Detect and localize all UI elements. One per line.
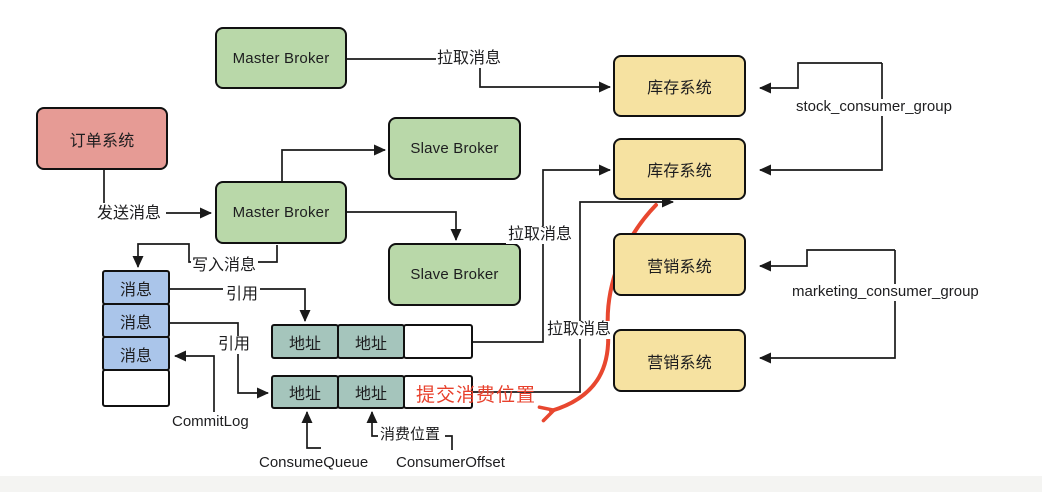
edge-mb2-write	[258, 245, 278, 263]
commitlog-row-3: 消息	[102, 336, 170, 371]
edge-consumepos-pointer	[366, 411, 378, 437]
queue1-cell-1: 地址	[271, 324, 339, 359]
node-marketing-system-2: 营销系统	[613, 329, 746, 392]
node-slave-broker-1: Slave Broker	[388, 117, 521, 180]
edge-mb2-slave2	[347, 211, 462, 241]
node-stock-system-1: 库存系统	[613, 55, 746, 117]
label-pull-message-mid: 拉取消息	[506, 226, 575, 244]
label-send-message: 发送消息	[97, 205, 162, 222]
queue2-cell-3	[403, 375, 473, 409]
edge-queue2-up	[473, 196, 674, 393]
label-reference-2: 引用	[216, 336, 253, 354]
edge-commitlog-pointer	[174, 350, 215, 412]
node-slave-broker-2: Slave Broker	[388, 243, 521, 306]
label-pull-message-low: 拉取消息	[545, 321, 614, 339]
node-stock-system-2: 库存系统	[613, 138, 746, 200]
commitlog-row-2: 消息	[102, 303, 170, 338]
edge-label-stock1	[479, 68, 611, 93]
edge-marketinggroup-arm1	[759, 249, 895, 272]
label-consumequeue: ConsumeQueue	[259, 454, 369, 471]
node-master-broker-main: Master Broker	[215, 181, 347, 244]
queue2-cell-1: 地址	[271, 375, 339, 409]
queue2-cell-2: 地址	[337, 375, 405, 409]
queue1-cell-2: 地址	[337, 324, 405, 359]
edge-ref2	[170, 322, 269, 399]
label-marketing-consumer-group: marketing_consumer_group	[790, 283, 981, 301]
label-commit-consume-offset: 提交消费位置	[416, 385, 537, 406]
queue1-cell-3	[403, 324, 473, 359]
label-stock-consumer-group: stock_consumer_group	[794, 98, 954, 116]
edge-ref1-b	[258, 288, 311, 322]
black-connectors	[103, 58, 896, 450]
edge-consumequeue-pointer	[301, 411, 321, 449]
node-marketing-system-1: 营销系统	[613, 233, 746, 296]
label-write-message: 写入消息	[192, 257, 257, 274]
label-commitlog: CommitLog	[172, 413, 249, 430]
label-reference-1: 引用	[224, 286, 261, 304]
node-master-broker-top: Master Broker	[215, 27, 347, 89]
edge-write-commitlog	[132, 243, 191, 268]
edge-mb2-slave1	[281, 144, 386, 181]
label-consume-position: 消费位置	[380, 426, 441, 443]
label-pull-message-top: 拉取消息	[437, 50, 502, 67]
edge-consumeroffset-hook	[445, 435, 453, 450]
label-consumeroffset: ConsumerOffset	[396, 454, 505, 471]
node-order-system: 订单系统	[36, 107, 168, 170]
commitlog-row-4	[102, 369, 170, 407]
bottom-strip	[0, 476, 1042, 492]
commitlog-row-1: 消息	[102, 270, 170, 305]
edge-stockgroup-arm1	[759, 62, 882, 94]
edge-queue1-stock2	[473, 164, 611, 343]
edge-stockgroup-arm2	[759, 63, 883, 176]
